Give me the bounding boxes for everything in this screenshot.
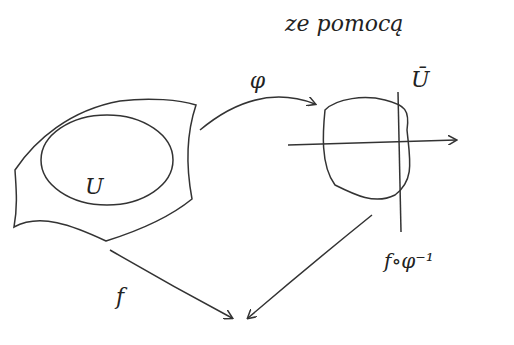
- chart-image-region: Ū: [315, 68, 440, 210]
- region-outline: [10, 95, 200, 245]
- map-label: f: [116, 285, 124, 309]
- map-arrow: [200, 97, 315, 130]
- handwritten-note: ze pomocą: [285, 12, 403, 36]
- set-label: Ū: [411, 68, 430, 92]
- map-label: f∘φ⁻¹: [384, 250, 434, 272]
- f-arrow: [110, 250, 232, 318]
- composite-arrow: [248, 215, 372, 318]
- map-label: φ: [250, 69, 265, 93]
- set-label: U: [85, 175, 104, 199]
- x-axis: [288, 140, 456, 145]
- y-axis: [398, 92, 401, 232]
- surface-region: U: [10, 95, 200, 245]
